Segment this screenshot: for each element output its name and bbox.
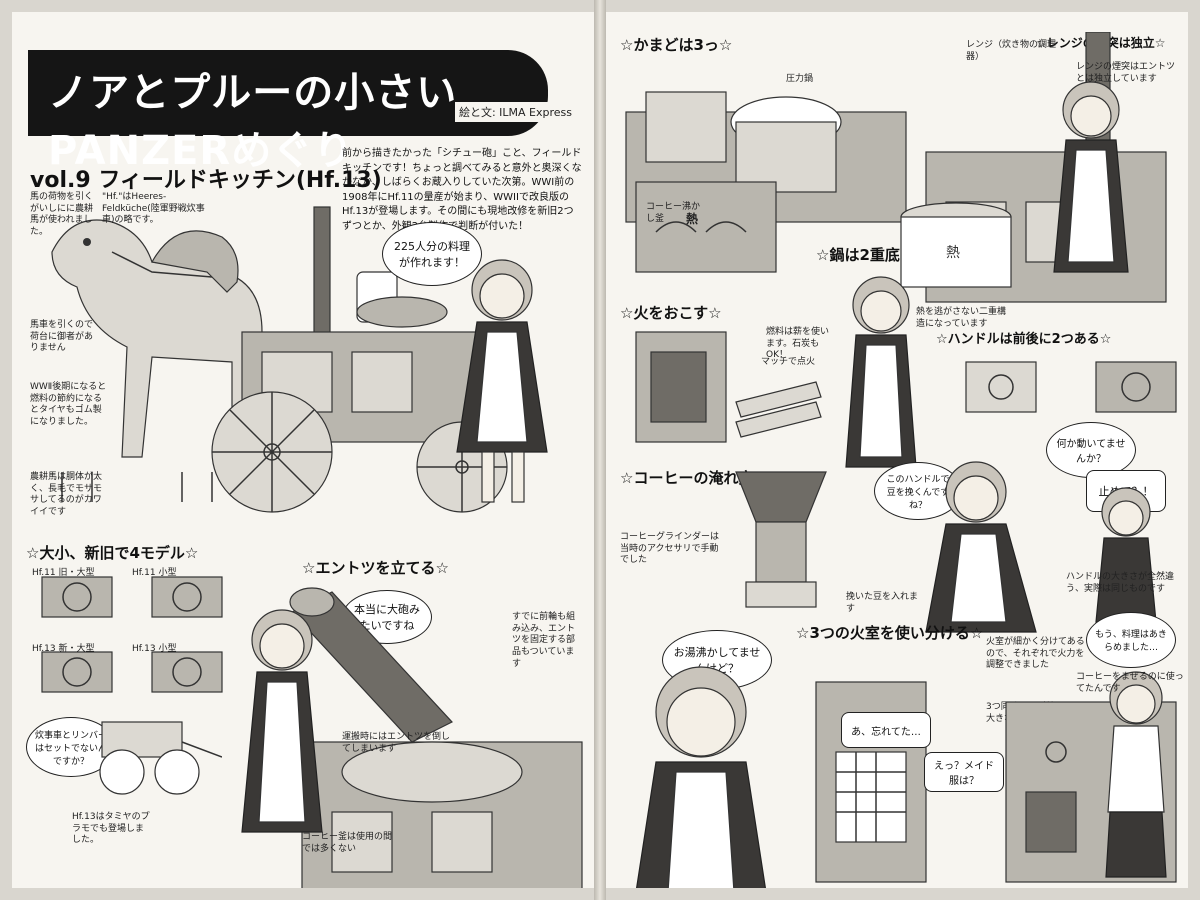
- right-page: ☆かまどは3っ☆ ☆レンジの煙突は独立☆ 圧力鍋 コーヒー沸かし釜 熱 レンジ（…: [606, 12, 1188, 888]
- label-hf11-old: Hf.11 旧・大型: [32, 568, 95, 578]
- section-pots-title: ☆鍋は2重底☆: [816, 246, 914, 264]
- page-gutter: [594, 0, 606, 900]
- section-fire-title: ☆火をおこす☆: [620, 304, 722, 322]
- maid-character-right-small: [1095, 487, 1157, 623]
- maid-character-right-middle: [845, 276, 917, 468]
- label-coffee-pot: コーヒー沸かし釜: [646, 202, 701, 224]
- kamado-cutaway-illustration: [625, 91, 907, 273]
- note-hf13: Hf.13はタミヤのプラモでも登場しました。: [72, 812, 150, 846]
- handle-diagrams: [965, 361, 1177, 413]
- note-farm-horse: 農耕馬は胴体が太く、長毛でモサモサしてるのがカワイイです: [30, 472, 103, 518]
- section-kamado-title: ☆かまどは3っ☆: [620, 36, 733, 54]
- page-title: ノアとプルーの小さいPANZERめぐり: [48, 70, 458, 174]
- speech-bubble-225: 225人分の料理が作れます！: [382, 222, 482, 286]
- note-horse: 馬の荷物を引くがいしにに農耕馬が使われました。: [30, 192, 94, 238]
- speech-bubble-maid: えっ？メイド服は？: [924, 752, 1004, 792]
- note-horse-pull: 馬車を引くので荷台に御者がありません: [30, 320, 94, 354]
- note-oven: すでに前輪も組み込み、エントツを固定する部品もついています: [512, 612, 576, 669]
- note-coffee-beans: 挽いた豆を入れます: [846, 592, 919, 614]
- note-coffee: コーヒー釜は使用の間では多くない: [302, 832, 393, 854]
- section-handle-title: ☆ハンドルは前後に2つある☆: [936, 332, 1112, 347]
- maid-character-bottom-right: [1105, 671, 1167, 878]
- maid-character-kneeling: [925, 461, 1037, 633]
- firebox-illustration: [635, 331, 822, 443]
- coffee-grinder-illustration: [735, 471, 827, 608]
- section-three-fire-title: ☆3つの火室を使い分ける☆: [796, 624, 984, 642]
- label-heat: 熱: [686, 212, 699, 226]
- section-models-title: ☆大小、新旧で4モデル☆: [26, 544, 199, 562]
- speech-bubble-forgot: あ、忘れてた…: [841, 712, 931, 748]
- note-chimney: 運搬時にはエントツを倒してしまいます: [342, 732, 451, 754]
- note-fire-chambers: 火室が細かく分けてあるので、それぞれで火力を調整できました: [986, 637, 1085, 671]
- label-hf11-small: Hf.11 小型: [132, 568, 177, 578]
- speech-bubble-cannon: 本当に大砲みたいですね: [342, 590, 432, 644]
- note-grinder: コーヒーグラインダーは当時のアクセサリで手動でした: [620, 532, 720, 566]
- maid-character-bottom-left: [636, 666, 766, 888]
- label-hf13-small: Hf.13 小型: [132, 644, 177, 654]
- note-wood: 燃料は薪を使います。石炭もOK！: [766, 327, 830, 361]
- note-match: マッチで点火: [761, 357, 816, 367]
- horses-illustration: [51, 219, 263, 502]
- note-hf: "Hf."はHeeres-Feldküche(陸軍野戦炊事車)の略です。: [102, 192, 205, 226]
- note-chimney-right: レンジの煙突はエントツとは独立しています: [1076, 62, 1176, 84]
- trailer-illustration: [99, 721, 222, 795]
- maid-character-right-top: [1053, 81, 1129, 273]
- left-page: ノアとプルーの小さいPANZERめぐり 絵と文: ILMA Express vo…: [12, 12, 594, 888]
- double-pot-illustration: 熱: [900, 202, 1012, 288]
- note-handle: ハンドルの大きさが全然違う、実際は同じものです: [1066, 572, 1175, 594]
- section-chimney-title: ☆エントツを立てる☆: [302, 559, 449, 577]
- note-ww2: WWⅡ後期になると燃料の節約になるとタイヤもゴム製になりました。: [30, 382, 107, 428]
- author-credit: 絵と文: ILMA Express: [454, 102, 576, 122]
- model-diagrams: [41, 576, 223, 693]
- volume-heading: vol.9 フィールドキッチン(Hf.13): [30, 168, 382, 193]
- note-heat: 熱を逃がさない二重構造になっています: [916, 307, 1007, 329]
- label-range: レンジ（炊き物の調理器）: [966, 40, 1057, 62]
- chimney-kitchen-illustration: [289, 587, 583, 888]
- label-pressure-pot: 圧力鍋: [786, 74, 814, 84]
- label-hf13-new: Hf.13 新・大型: [32, 644, 95, 654]
- speech-bubble-done: もう、料理はあきらめました…: [1086, 612, 1176, 668]
- note-cooking: コーヒーをまぜるのに使ってたんです: [1076, 672, 1184, 694]
- maid-character-left-top: [456, 259, 548, 503]
- title-banner: ノアとプルーの小さいPANZERめぐり: [28, 50, 548, 174]
- section-coffee-title: ☆コーヒーの淹れ方☆: [620, 469, 767, 487]
- maid-character-left-bottom: [241, 609, 323, 833]
- svg-text:熱: 熱: [946, 245, 960, 261]
